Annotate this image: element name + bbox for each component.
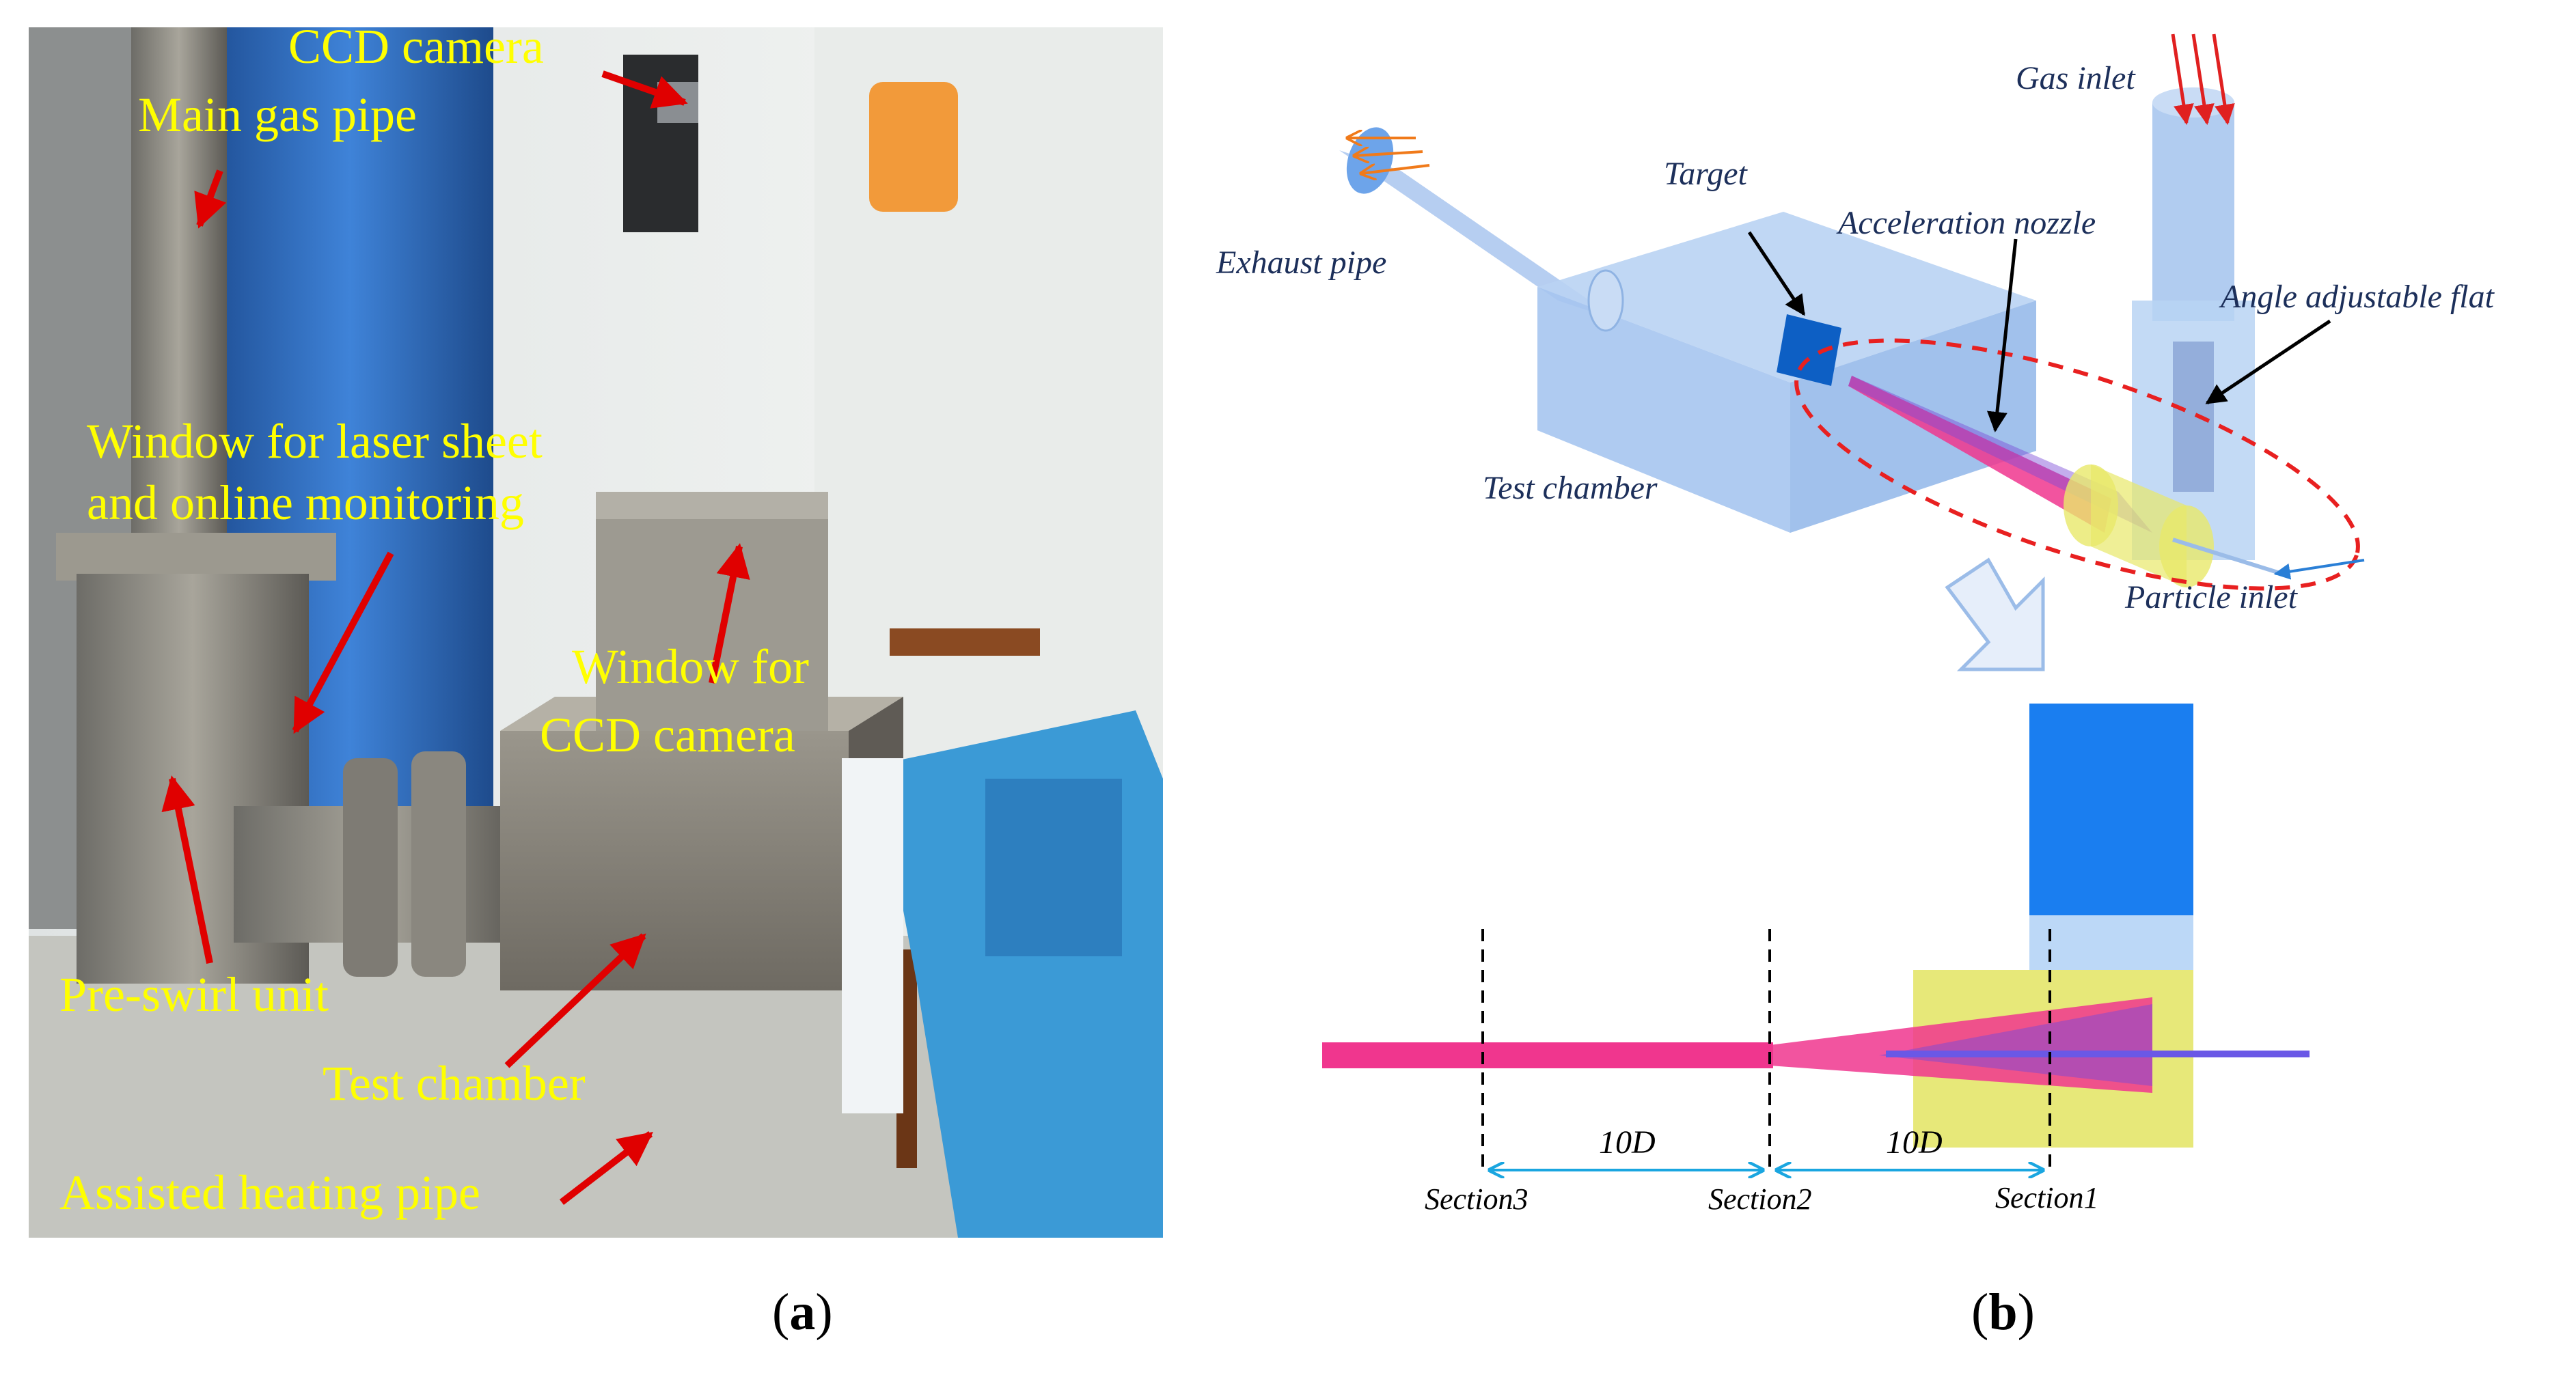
highlight-ellipse [1794,338,2360,591]
gas-arrow-1 [2171,33,2194,125]
label-angle-flat: Angle adjustable flat [2219,279,2495,315]
label-test-chamber: Test chamber [323,1056,586,1111]
label-main-gas-pipe: Main gas pipe [138,87,417,142]
arrow-ccd-camera [601,70,688,109]
label-pre-swirl: Pre-swirl unit [59,967,329,1022]
zoom-down-arrow [1945,557,2045,671]
nozzle-pointer [1986,238,2018,432]
angle-flat-plate [2173,342,2214,492]
gas-arrow-2 [2191,33,2215,125]
label-section1: Section1 [1995,1181,2099,1214]
nozzle-beam-3d [1848,376,2111,533]
chamber-front-face [1537,287,1790,533]
gas-arrow-3 [2212,33,2235,125]
exhaust-pipe [1339,150,1619,321]
label-window-laser-1: Window for laser sheet [87,414,543,469]
label-window-ccd-2: CCD camera [540,708,795,762]
motor-face [985,779,1122,956]
caption-b-close: ) [2017,1283,2035,1341]
schematic-panel: Gas inlet Exhaust pipe Target Accelerati… [1203,14,2569,1257]
arrow-ccd-window [709,543,750,684]
schematic-illustration: Gas inlet Exhaust pipe Target Accelerati… [1216,33,2495,1216]
flat-pointer [2205,319,2331,405]
label-particle-inlet: Particle inlet [2124,579,2299,615]
jet-beam-2d [1322,1042,1773,1068]
flange-top [56,533,336,581]
caption-a: (a) [772,1283,833,1342]
target-block [1777,314,1841,386]
caption-a-open: ( [772,1283,790,1341]
orange-bottle [869,82,958,212]
arrow-heating-pipe [559,1131,653,1205]
label-dist-2: 10D [1886,1124,1943,1161]
label-section3: Section3 [1425,1182,1529,1216]
label-window-laser-2: and online monitoring [87,475,524,530]
inlet-block-2d [2029,704,2193,915]
label-section2: Section2 [1708,1182,1812,1216]
photo-panel: CCD camera Main gas pipe Window for lase… [29,27,1163,1238]
particle-feed-line [2172,538,2283,576]
caption-b-open: ( [1971,1283,1989,1341]
exhaust-port [1587,269,1624,332]
window-box-lid [596,492,828,519]
main-gas-pipe [131,27,227,560]
white-panel [842,758,903,1113]
arrow-pre-swirl [161,775,213,964]
label-exhaust-pipe: Exhaust pipe [1216,245,1386,281]
flange-rings-2 [411,751,466,977]
gas-inlet-pipe [2152,102,2234,321]
exhaust-arrow-3 [1361,165,1430,173]
caption-b-letter: b [1988,1283,2018,1341]
label-window-ccd-1: Window for [572,639,809,694]
caption-a-letter: a [789,1283,816,1341]
arrow-test-chamber [504,933,646,1068]
particle-line-2d [1886,1051,2310,1057]
label-ccd-camera: CCD camera [288,27,544,74]
chamber-front [500,731,849,990]
window-box [596,505,828,731]
exhaust-arrow-2 [1354,152,1423,156]
target-pointer [1747,231,1806,316]
photo-illustration: CCD camera Main gas pipe Window for lase… [29,27,1163,1238]
chair-back [890,628,1040,656]
label-target: Target [1664,156,1748,192]
exhaust-pipe-opening [1346,127,1394,194]
arrow-main-gas-pipe [194,169,227,229]
label-dist-1: 10D [1599,1124,1656,1161]
nozzle-inner-cone-2d [1879,1004,2152,1086]
caption-a-close: ) [815,1283,833,1341]
flange-rings-1 [343,758,398,977]
label-acceleration-nozzle: Acceleration nozzle [1836,205,2096,241]
label-gas-inlet: Gas inlet [2016,60,2136,96]
arrow-laser-window [292,551,394,734]
nozzle-yellow-body [2091,464,2187,587]
inlet-lower-2d [2029,915,2193,970]
particle-pointer [2273,559,2365,580]
label-test-chamber-b: Test chamber [1483,470,1658,506]
caption-b: (b) [1971,1283,2035,1342]
label-heating-pipe: Assisted heating pipe [59,1165,480,1220]
